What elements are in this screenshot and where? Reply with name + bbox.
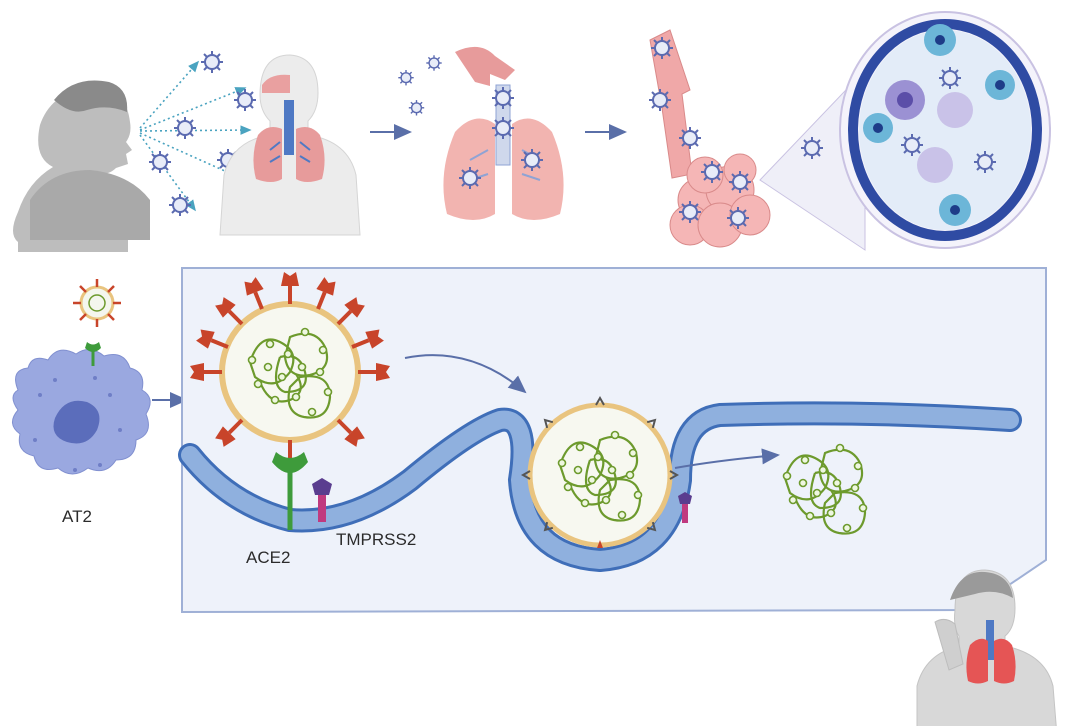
virus-icon (73, 279, 121, 327)
endocytosed-virion (522, 397, 678, 548)
ace2-label: ACE2 (246, 548, 290, 567)
person-lungs-icon (219, 54, 361, 236)
rna-release-arrow (674, 448, 780, 469)
ace2-receptor (272, 452, 308, 530)
cell-type-label: AT2 (62, 507, 92, 526)
at2-cell-icon (12, 342, 151, 475)
free-virus-icon (800, 136, 824, 160)
tmprss2-label: TMPRSS2 (336, 530, 416, 549)
tmprss2-protease (312, 478, 332, 522)
sick-person-icon (916, 569, 1057, 726)
endocytosis-arrow (404, 354, 527, 394)
airway-lungs-icon (397, 46, 564, 220)
cell-membrane (178, 401, 1022, 573)
person-coughing-icon (13, 80, 150, 252)
tmprss2-endosome (678, 492, 692, 523)
bronchiole-alveoli-icon (648, 29, 771, 248)
sars-cov-2-virion (188, 270, 392, 474)
alveolus-zoom-icon (839, 11, 1051, 249)
